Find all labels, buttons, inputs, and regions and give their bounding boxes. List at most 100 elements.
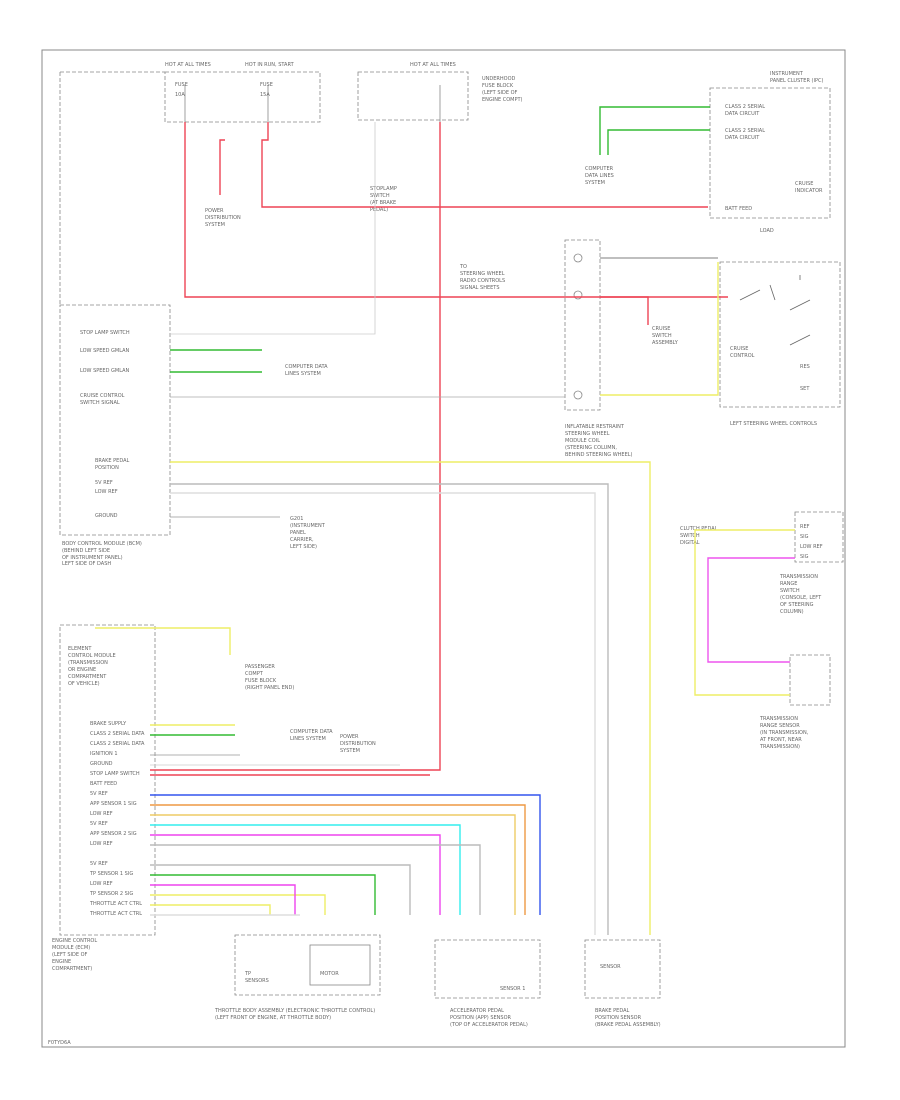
svg-text:CONTROL MODULE: CONTROL MODULE bbox=[68, 653, 116, 659]
dashed-enclosure bbox=[59, 71, 165, 305]
svg-text:SYSTEM: SYSTEM bbox=[205, 222, 225, 228]
svg-text:(IN TRANSMISSION,: (IN TRANSMISSION, bbox=[760, 730, 809, 736]
svg-text:SIGNAL SHEETS: SIGNAL SHEETS bbox=[460, 285, 500, 291]
svg-text:CRUISE: CRUISE bbox=[730, 346, 748, 352]
svg-text:STOPLAMP: STOPLAMP bbox=[370, 186, 397, 192]
svg-text:DATA CIRCUIT: DATA CIRCUIT bbox=[725, 111, 760, 117]
svg-text:INSTRUMENT: INSTRUMENT bbox=[770, 71, 804, 77]
svg-text:STEERING WHEEL: STEERING WHEEL bbox=[565, 431, 610, 437]
svg-text:LOW REF: LOW REF bbox=[95, 489, 118, 495]
wire-red-batt bbox=[184, 122, 728, 298]
svg-text:COMPUTER DATA: COMPUTER DATA bbox=[285, 364, 328, 370]
svg-text:RANGE SENSOR: RANGE SENSOR bbox=[760, 723, 800, 729]
svg-text:SENSOR 1: SENSOR 1 bbox=[500, 986, 525, 992]
wire-cyan-app bbox=[150, 824, 461, 915]
throttle-body-assembly: THROTTLE BODY ASSEMBLY (ELECTRONIC THROT… bbox=[214, 934, 381, 1021]
svg-text:CARRIER,: CARRIER, bbox=[290, 537, 314, 543]
svg-text:POWER: POWER bbox=[205, 208, 224, 214]
svg-text:(TRANSMISSION: (TRANSMISSION bbox=[68, 660, 108, 666]
svg-text:LEFT STEERING WHEEL CONTROLS: LEFT STEERING WHEEL CONTROLS bbox=[730, 421, 817, 427]
svg-text:LOAD: LOAD bbox=[760, 228, 774, 234]
svg-text:(BRAKE PEDAL ASSEMBLY): (BRAKE PEDAL ASSEMBLY) bbox=[595, 1022, 661, 1028]
svg-text:LEFT SIDE): LEFT SIDE) bbox=[290, 544, 317, 550]
svg-text:(INSTRUMENT: (INSTRUMENT bbox=[290, 523, 326, 529]
svg-text:BODY CONTROL MODULE (BCM): BODY CONTROL MODULE (BCM) bbox=[62, 541, 142, 547]
wire-grey-low bbox=[170, 492, 596, 935]
svg-text:TO: TO bbox=[459, 264, 467, 270]
svg-text:(LEFT SIDE OF: (LEFT SIDE OF bbox=[482, 90, 518, 96]
svg-text:(LEFT SIDE OF: (LEFT SIDE OF bbox=[52, 952, 88, 958]
svg-text:ELEMENT: ELEMENT bbox=[68, 646, 92, 652]
wire-grey-stop bbox=[170, 122, 376, 335]
wire-yellow-tr bbox=[694, 529, 795, 696]
svg-text:CLASS 2 SERIAL: CLASS 2 SERIAL bbox=[725, 128, 765, 134]
svg-text:SIG: SIG bbox=[800, 534, 809, 540]
svg-text:FUSE: FUSE bbox=[175, 82, 188, 88]
wire-blue-app bbox=[150, 794, 541, 915]
svg-text:MODULE COIL: MODULE COIL bbox=[565, 438, 600, 444]
svg-text:REF: REF bbox=[800, 524, 810, 530]
svg-text:COMPT: COMPT bbox=[245, 671, 264, 677]
svg-text:DATA LINES: DATA LINES bbox=[585, 173, 614, 179]
svg-text:TP SENSOR 2 SIG: TP SENSOR 2 SIG bbox=[89, 891, 133, 897]
svg-text:PEDAL): PEDAL) bbox=[370, 207, 388, 213]
svg-text:SWITCH: SWITCH bbox=[652, 333, 672, 339]
svg-text:BRAKE SUPPLY: BRAKE SUPPLY bbox=[90, 721, 127, 727]
svg-text:PASSENGER: PASSENGER bbox=[245, 664, 275, 670]
svg-text:LEFT SIDE OF DASH: LEFT SIDE OF DASH bbox=[62, 561, 111, 567]
svg-text:ENGINE: ENGINE bbox=[52, 959, 71, 965]
svg-text:LINES SYSTEM: LINES SYSTEM bbox=[285, 371, 321, 377]
wire-green-gmlan2 bbox=[607, 129, 710, 155]
svg-text:OR ENGINE: OR ENGINE bbox=[68, 667, 96, 673]
instrument-panel-cluster: INSTRUMENT PANEL CLUSTER (IPC) CLASS 2 S… bbox=[709, 71, 831, 234]
cruise-control-switch: LEFT STEERING WHEEL CONTROLS INFLATABLE … bbox=[459, 239, 841, 458]
fuse-block-top-center: HOT AT ALL TIMES UNDERHOOD FUSE BLOCK (L… bbox=[357, 62, 523, 122]
wire-yellow-ecm bbox=[150, 894, 326, 915]
svg-text:ACCELERATOR PEDAL: ACCELERATOR PEDAL bbox=[450, 1008, 504, 1014]
svg-text:DISTRIBUTION: DISTRIBUTION bbox=[205, 215, 241, 221]
svg-text:RANGE: RANGE bbox=[780, 581, 797, 587]
svg-text:PANEL: PANEL bbox=[290, 530, 306, 536]
wire-red-stop bbox=[150, 122, 441, 771]
svg-text:STOP LAMP SWITCH: STOP LAMP SWITCH bbox=[80, 330, 130, 336]
svg-text:5V REF: 5V REF bbox=[90, 821, 108, 827]
svg-text:STEERING WHEEL: STEERING WHEEL bbox=[460, 271, 505, 277]
svg-text:FUSE BLOCK: FUSE BLOCK bbox=[482, 83, 514, 89]
svg-text:(LEFT FRONT OF ENGINE, AT THRO: (LEFT FRONT OF ENGINE, AT THROTTLE BODY) bbox=[215, 1015, 331, 1021]
svg-text:5V REF: 5V REF bbox=[90, 861, 108, 867]
wire-green-gmlan1 bbox=[599, 106, 710, 155]
svg-text:BRAKE PEDAL: BRAKE PEDAL bbox=[95, 458, 130, 464]
svg-text:DIGITAL: DIGITAL bbox=[680, 540, 700, 546]
svg-text:10A: 10A bbox=[175, 92, 185, 98]
svg-text:BEHIND STEERING WHEEL): BEHIND STEERING WHEEL) bbox=[565, 452, 633, 458]
svg-text:COMPUTER DATA: COMPUTER DATA bbox=[290, 729, 333, 735]
diagram-frame bbox=[41, 49, 846, 1048]
accelerator-pedal-position-sensor: ACCELERATOR PEDAL POSITION (APP) SENSOR … bbox=[434, 939, 541, 1028]
diagram-id: F0TYD6A bbox=[48, 1040, 71, 1046]
svg-text:OF INSTRUMENT PANEL): OF INSTRUMENT PANEL) bbox=[62, 555, 123, 561]
svg-text:SYSTEM: SYSTEM bbox=[340, 748, 360, 754]
svg-text:ASSEMBLY: ASSEMBLY bbox=[652, 340, 679, 346]
svg-text:LOW SPEED GMLAN: LOW SPEED GMLAN bbox=[80, 348, 130, 354]
svg-text:G201: G201 bbox=[290, 516, 303, 522]
svg-text:FUSE: FUSE bbox=[260, 82, 273, 88]
svg-text:APP SENSOR 2 SIG: APP SENSOR 2 SIG bbox=[90, 831, 137, 837]
svg-text:SWITCH: SWITCH bbox=[680, 533, 700, 539]
svg-text:POWER: POWER bbox=[340, 734, 359, 740]
svg-text:LOW REF: LOW REF bbox=[800, 544, 823, 550]
svg-text:CRUISE: CRUISE bbox=[652, 326, 670, 332]
wire-yellow-bpp bbox=[170, 461, 651, 935]
svg-text:LOW REF: LOW REF bbox=[90, 841, 113, 847]
svg-text:TRANSMISSION): TRANSMISSION) bbox=[759, 744, 800, 750]
svg-text:CRUISE CONTROL: CRUISE CONTROL bbox=[80, 393, 125, 399]
svg-text:MOTOR: MOTOR bbox=[320, 971, 339, 977]
wire-grey-5v bbox=[170, 483, 609, 935]
svg-text:POSITION SENSOR: POSITION SENSOR bbox=[595, 1015, 642, 1021]
svg-text:RADIO CONTROLS: RADIO CONTROLS bbox=[460, 278, 505, 284]
svg-text:MODULE (ECM): MODULE (ECM) bbox=[52, 945, 90, 951]
svg-text:LOW REF: LOW REF bbox=[90, 811, 113, 817]
svg-text:OF VEHICLE): OF VEHICLE) bbox=[68, 681, 100, 687]
svg-text:SWITCH SIGNAL: SWITCH SIGNAL bbox=[80, 400, 120, 406]
wire-orange-ref bbox=[150, 864, 411, 915]
